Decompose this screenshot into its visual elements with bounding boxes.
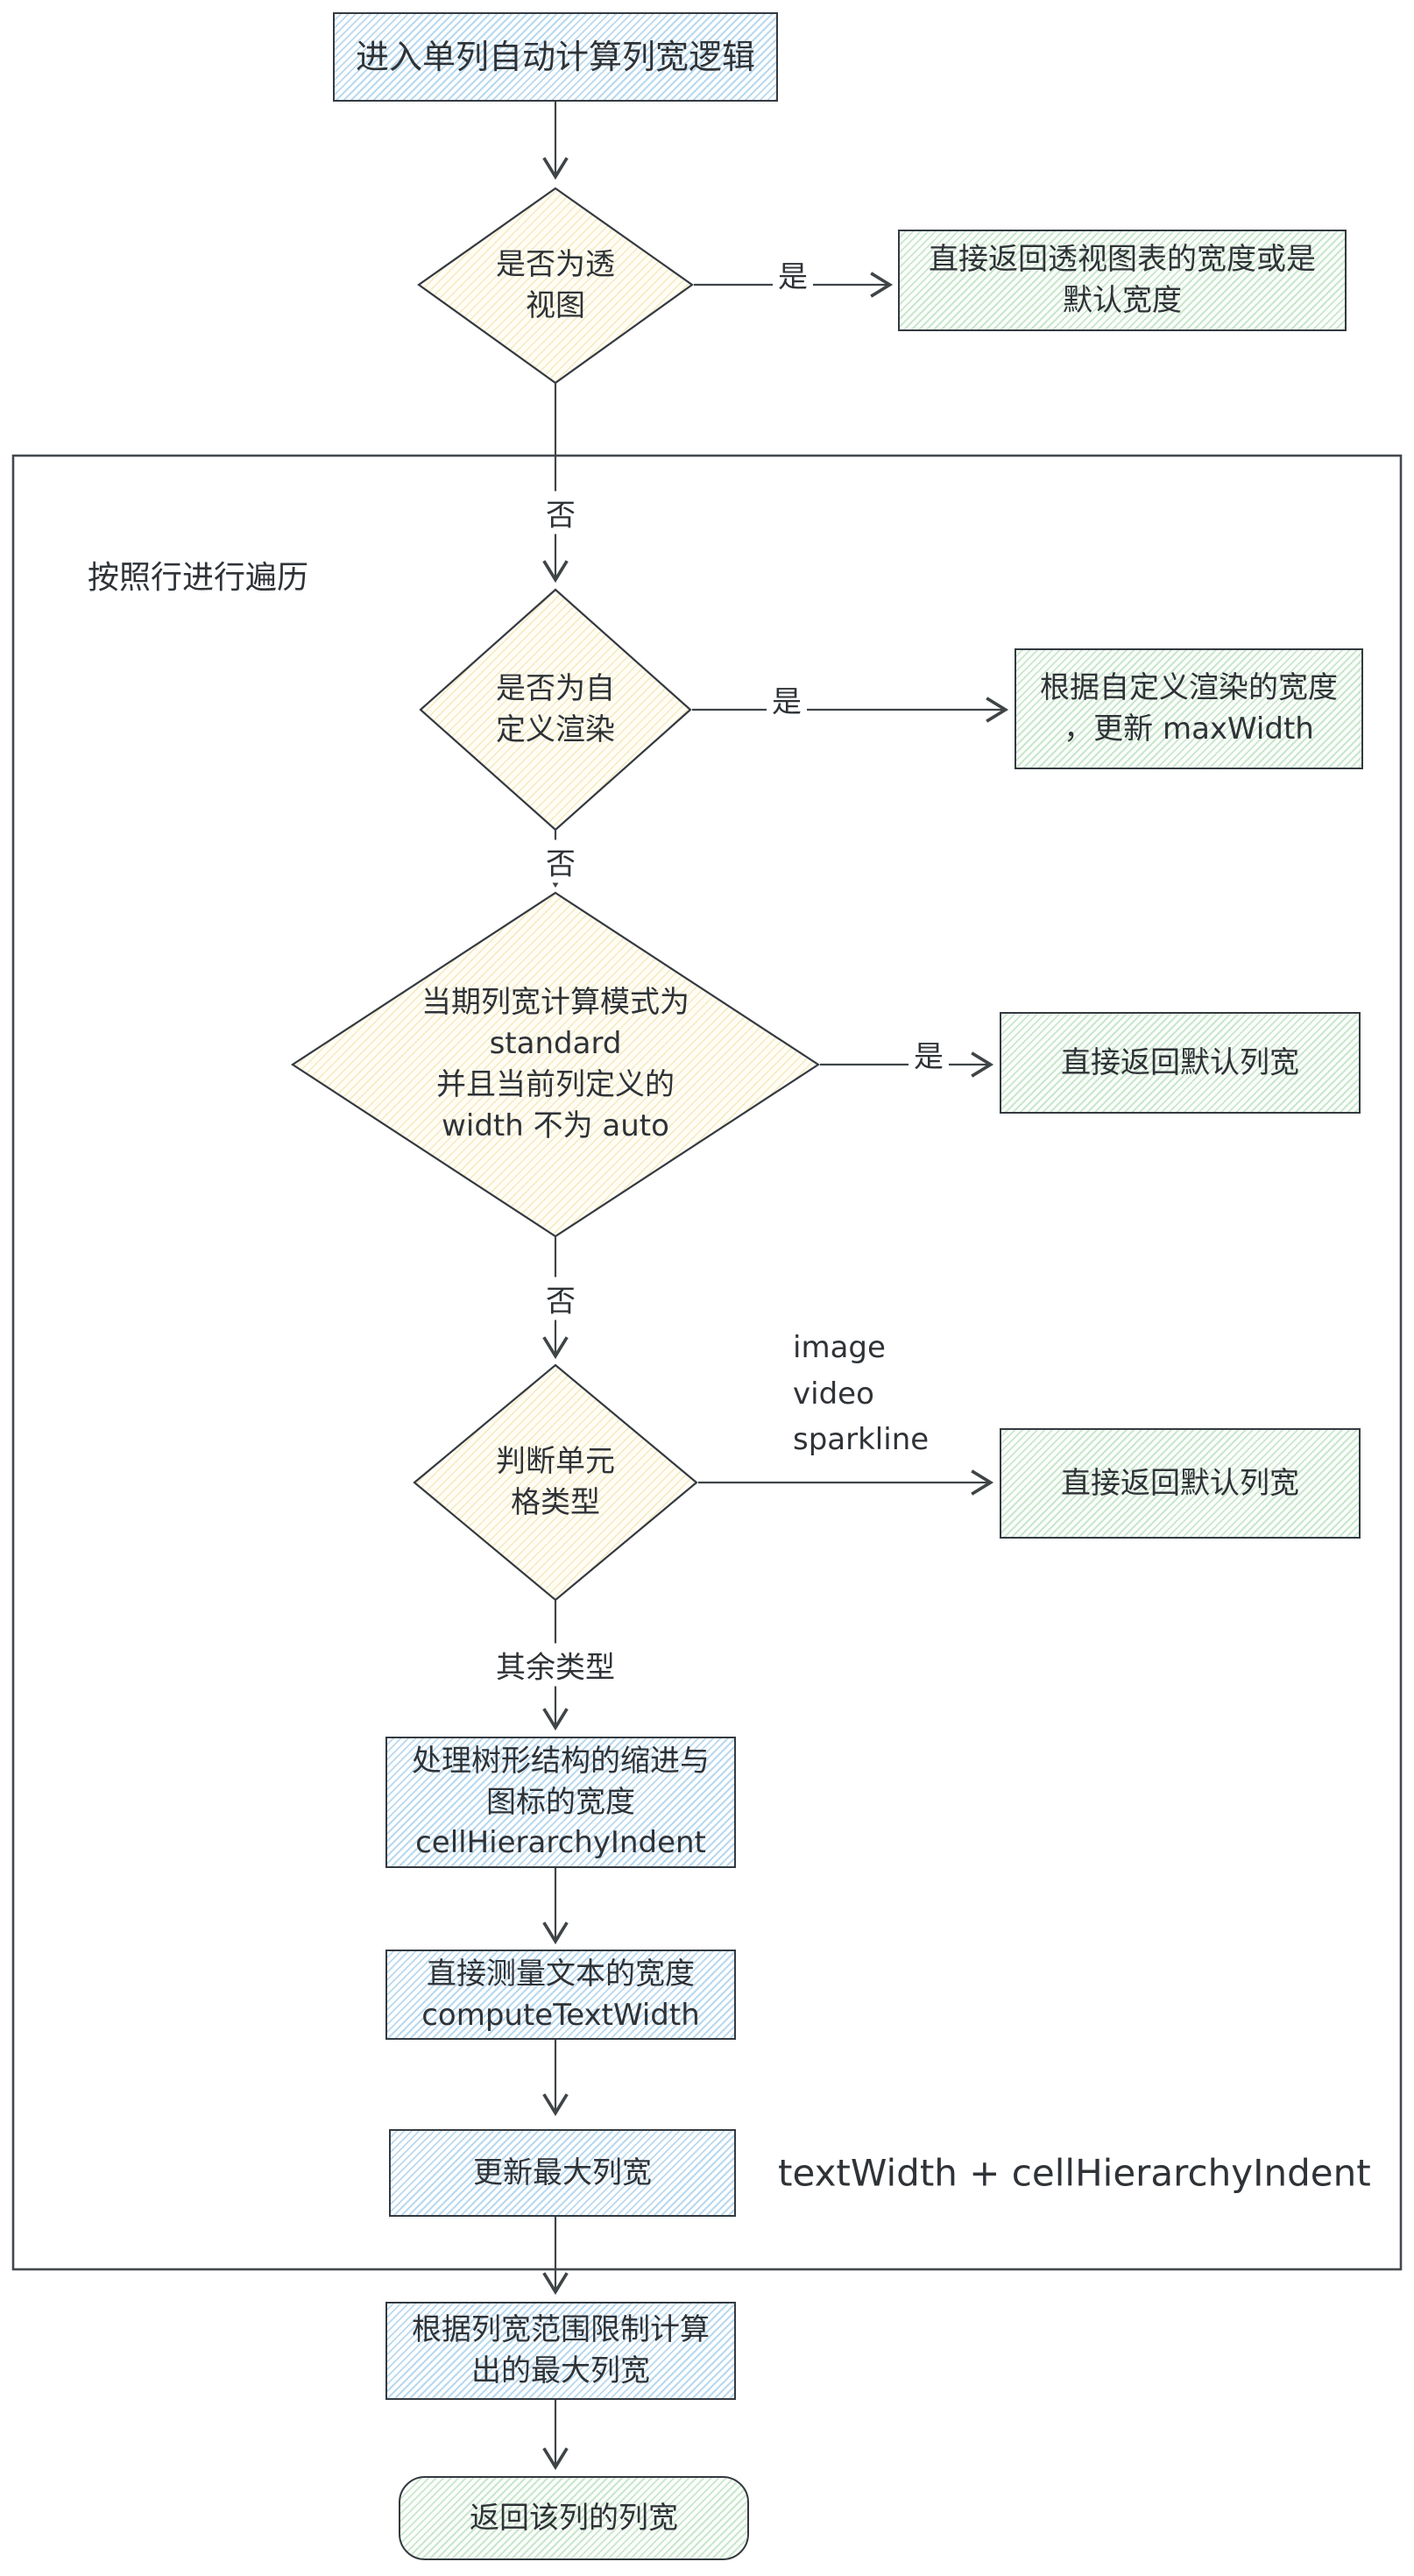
- edge-label-yes-1: 是: [773, 252, 813, 296]
- edge-label-no-2: 否: [541, 839, 581, 883]
- node-clamp-width: 根据列宽范围限制计算 出的最大列宽: [385, 2302, 736, 2400]
- decision-is-pivot: [417, 187, 694, 385]
- node-update-max-width: 更新最大列宽: [389, 2129, 736, 2217]
- annotation-cell-types: image video sparkline: [793, 1330, 930, 1458]
- node-measure-text: 直接测量文本的宽度 computeTextWidth: [385, 1950, 736, 2040]
- node-custom-return: 根据自定义渲染的宽度 ，更新 maxWidth: [1015, 648, 1363, 769]
- edge-label-yes-2: 是: [767, 677, 807, 721]
- node-hierarchy-indent: 处理树形结构的缩进与 图标的宽度 cellHierarchyIndent: [385, 1737, 736, 1868]
- node-default-return-1: 直接返回默认列宽: [1000, 1012, 1361, 1114]
- edge-label-yes-3: 是: [908, 1032, 949, 1076]
- node-pivot-return: 直接返回透视图表的宽度或是 默认宽度: [898, 230, 1347, 331]
- decision-standard-mode: [290, 891, 821, 1238]
- loop-container-label: 按照行进行遍历: [88, 560, 309, 596]
- annotation-formula: textWidth + cellHierarchyIndent: [778, 2151, 1371, 2195]
- edge-label-no-3: 否: [541, 1277, 581, 1320]
- edge-label-other-types: 其余类型: [491, 1643, 620, 1687]
- loop-container-frame: [11, 454, 1403, 2271]
- node-start-label: 进入单列自动计算列宽逻辑: [355, 37, 755, 76]
- edge-label-no-1: 否: [541, 491, 581, 534]
- node-default-return-2: 直接返回默认列宽: [1000, 1428, 1361, 1539]
- node-start: 进入单列自动计算列宽逻辑: [333, 12, 778, 102]
- decision-is-custom-render: [419, 588, 692, 832]
- decision-cell-type: [413, 1363, 698, 1602]
- node-end: 返回该列的列宽: [399, 2476, 749, 2560]
